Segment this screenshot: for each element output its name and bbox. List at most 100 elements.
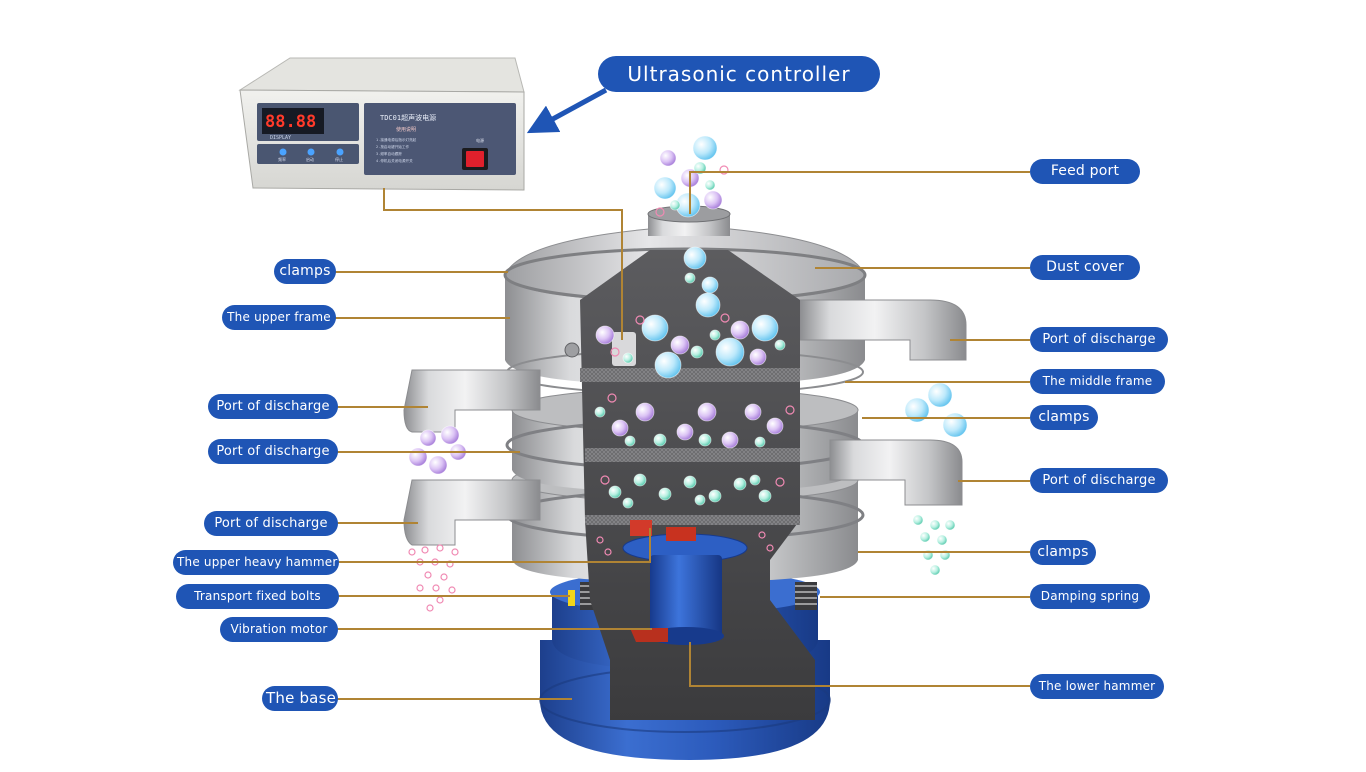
particle-bubble — [701, 276, 719, 294]
particle-bubble — [607, 393, 617, 403]
label-lower-hammer: The lower hammer — [1030, 674, 1164, 699]
particle-bubble — [766, 417, 784, 435]
particle-bubble — [697, 402, 717, 422]
cutaway-section — [580, 250, 815, 720]
screen-mesh-upper — [580, 368, 800, 382]
sieve-machine — [403, 205, 967, 760]
particle-bubble — [730, 320, 750, 340]
particle-bubble — [416, 584, 424, 592]
particle-bubble — [608, 485, 622, 499]
panel-title: TDC01超声波电源 — [380, 113, 436, 122]
particle-bubble — [436, 544, 444, 552]
particle-bubble — [604, 548, 612, 556]
particle-bubble — [594, 406, 606, 418]
particle-bubble — [766, 544, 774, 552]
switch-caption: 电源 — [476, 137, 484, 143]
particle-bubble — [919, 531, 931, 543]
label-clamps-top: clamps — [274, 259, 336, 284]
label-clamps-right-1: clamps — [1030, 405, 1098, 430]
label-damping-spring: Damping spring — [1030, 584, 1150, 609]
particle-bubble — [683, 246, 707, 270]
button-icon[interactable] — [307, 148, 315, 156]
button-icon[interactable] — [279, 148, 287, 156]
label-discharge-left-3: Port of discharge — [204, 511, 338, 536]
particle-bubble — [611, 419, 629, 437]
particle-bubble — [428, 455, 448, 475]
particle-bubble — [432, 584, 440, 592]
label-discharge-left-2: Port of discharge — [208, 439, 338, 464]
particle-bubble — [658, 487, 672, 501]
controller-button-label: 启动 — [306, 156, 314, 162]
particle-bubble — [683, 475, 697, 489]
particle-bubble — [692, 135, 718, 161]
button-icon[interactable] — [336, 148, 344, 156]
particle-bubble — [704, 179, 716, 191]
particle-bubble — [749, 348, 767, 366]
particle-bubble — [421, 546, 429, 554]
particle-bubble — [641, 314, 669, 342]
label-dust-cover: Dust cover — [1030, 255, 1140, 280]
panel-text: 4.停机后关闭电源开关 — [376, 158, 413, 163]
panel-subtitle: 使用说明 — [396, 126, 416, 133]
particle-bubble — [936, 534, 948, 546]
particle-bubble — [721, 431, 739, 449]
particle-bubble — [744, 403, 762, 421]
particle-bubble — [655, 207, 665, 217]
label-ultrasonic-controller: Ultrasonic controller — [598, 56, 880, 92]
label-discharge-right-2: Port of discharge — [1030, 468, 1168, 493]
particle-bubble — [426, 604, 434, 612]
label-base: The base — [262, 686, 338, 711]
particle-bubble — [635, 402, 655, 422]
display-caption: DISPLAY — [270, 135, 291, 141]
particle-bubble — [719, 165, 729, 175]
particle-bubble — [622, 497, 634, 509]
particle-bubble — [720, 313, 730, 323]
controller-button-label: 停止 — [335, 156, 343, 162]
particle-bubble — [754, 436, 766, 448]
particle-bubble — [624, 435, 636, 447]
label-vibration-motor: Vibration motor — [220, 617, 338, 642]
label-upper-heavy-hammer: The upper heavy hammer — [173, 550, 339, 575]
particle-bubble — [758, 531, 766, 539]
particle-bubble — [929, 519, 941, 531]
particle-bubble — [733, 477, 747, 491]
particle-bubble — [929, 564, 941, 576]
particle-bubble — [424, 571, 432, 579]
particle-bubble — [635, 315, 645, 325]
arrow-pointing-left-icon — [526, 87, 608, 134]
particle-bubble — [694, 494, 706, 506]
particle-bubble — [715, 337, 745, 367]
particle-bubble — [659, 149, 677, 167]
particle-bubble — [775, 477, 785, 487]
particle-bubble — [653, 433, 667, 447]
particle-bubble — [595, 325, 615, 345]
particle-bubble — [654, 351, 682, 379]
particle-bubble — [436, 596, 444, 604]
label-discharge-right-1: Port of discharge — [1030, 327, 1168, 352]
leader-lines — [335, 171, 1030, 700]
screen-mesh-lower — [585, 448, 800, 462]
particle-bubble — [448, 586, 456, 594]
discharge-port-right-lower — [829, 439, 963, 506]
particle-bubble — [698, 433, 712, 447]
particle-bubble — [669, 199, 681, 211]
particle-bubble — [751, 314, 779, 342]
particle-bubble — [942, 412, 968, 438]
particle-bubble — [944, 519, 956, 531]
label-feed-port: Feed port — [1030, 159, 1140, 184]
particle-bubble — [785, 405, 795, 415]
label-discharge-left-1: Port of discharge — [208, 394, 338, 419]
particle-bubble — [904, 397, 930, 423]
discharge-port-left-upper — [403, 369, 541, 433]
svg-text:88.88: 88.88 — [265, 112, 316, 132]
particle-bubble — [419, 429, 437, 447]
led-display — [262, 108, 324, 134]
particle-bubble — [653, 176, 677, 200]
transport-bolt — [568, 590, 575, 606]
particle-bubble — [610, 347, 620, 357]
particle-bubble — [749, 474, 761, 486]
particle-bubble — [440, 573, 448, 581]
particle-bubble — [684, 272, 696, 284]
